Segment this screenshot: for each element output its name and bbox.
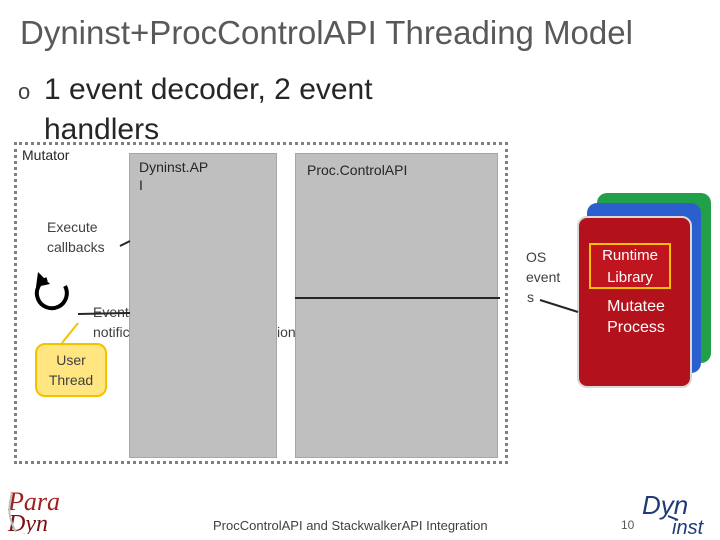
user-thread-label-line1: User	[56, 352, 86, 368]
mutator-process-box	[14, 142, 508, 464]
user-thread-label-line2: Thread	[48, 372, 94, 388]
proccontrol-thread-box	[295, 153, 498, 458]
os-events-link	[539, 299, 579, 313]
bullet-marker: o	[18, 79, 31, 104]
os-events-line2: event	[526, 269, 561, 285]
execute-callbacks-line1: Execute	[47, 219, 98, 235]
event-notification-line1: Event	[93, 304, 129, 320]
svg-text:Para: Para	[7, 488, 60, 516]
event-notification-arrow	[77, 312, 131, 315]
page-number: 10	[621, 518, 635, 532]
bullet-text: 1 event decoder, 2 event handlers	[44, 73, 373, 146]
svg-text:inst: inst	[672, 517, 705, 536]
svg-text:Dyn: Dyn	[7, 511, 48, 534]
slide-footer: ProcControlAPI and StackwalkerAPI Integr…	[213, 518, 488, 533]
user-thread-pointer	[61, 322, 79, 344]
os-events-line3: s	[527, 289, 534, 305]
event-notification-tail: ion	[277, 324, 296, 340]
mutatee-process-line2: Process	[607, 319, 665, 336]
loop-arrowhead-icon	[36, 272, 50, 287]
dyninst-logo: Dyn inst	[642, 490, 705, 536]
user-thread-box	[35, 343, 107, 397]
proccontrol-label: Proc.ControlAPI	[307, 162, 408, 178]
svg-text:Dyn: Dyn	[642, 490, 688, 520]
dyninst-label-line1: Dyninst.AP	[139, 159, 209, 175]
runtime-library-line1: Runtime	[602, 247, 658, 264]
runtime-library-line2: Library	[607, 269, 653, 286]
execute-callbacks-line2: callbacks	[47, 239, 105, 255]
event-notification-line2: notific	[93, 324, 130, 340]
paradyn-logo: Para Dyn	[7, 488, 60, 534]
slide-title: Dyninst+ProcControlAPI Threading Model	[20, 14, 633, 51]
execute-callbacks-arrow	[119, 240, 131, 247]
runtime-library-box	[589, 243, 671, 289]
os-events-line1: OS	[526, 249, 547, 265]
dyninst-label-line2: I	[139, 177, 143, 193]
dyninst-thread-box	[129, 153, 277, 458]
mutatee-process-line1: Mutatee	[607, 298, 665, 315]
mutator-label: Mutator	[22, 147, 70, 163]
